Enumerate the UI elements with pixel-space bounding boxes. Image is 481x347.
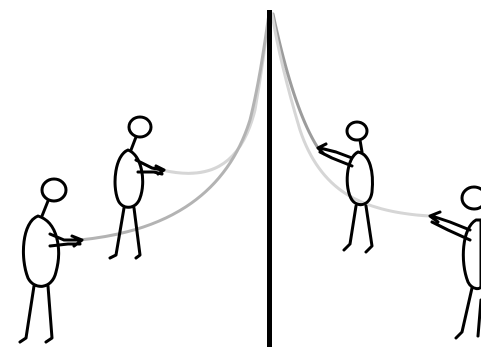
figure-back-right: [318, 122, 372, 252]
rope-back-left: [162, 14, 269, 173]
arms: [320, 148, 352, 166]
rope-front-left: [80, 14, 269, 240]
neck: [42, 201, 48, 216]
rope-front-right: [272, 14, 430, 216]
neck: [131, 137, 136, 150]
body: [347, 152, 372, 205]
arms: [432, 216, 470, 240]
figure-back-left: [110, 117, 164, 258]
figure-front-left: [20, 179, 82, 342]
figure-front-right: [430, 187, 481, 338]
head: [462, 187, 481, 209]
body: [23, 216, 58, 286]
head: [129, 117, 151, 137]
body: [115, 150, 143, 207]
body: [463, 220, 481, 289]
legs: [456, 288, 481, 338]
legs: [344, 206, 372, 252]
head: [42, 179, 66, 201]
legs: [20, 286, 52, 342]
head: [347, 122, 367, 140]
neck: [360, 140, 362, 152]
maypole: [267, 10, 272, 347]
rope-back-right: [273, 14, 318, 148]
